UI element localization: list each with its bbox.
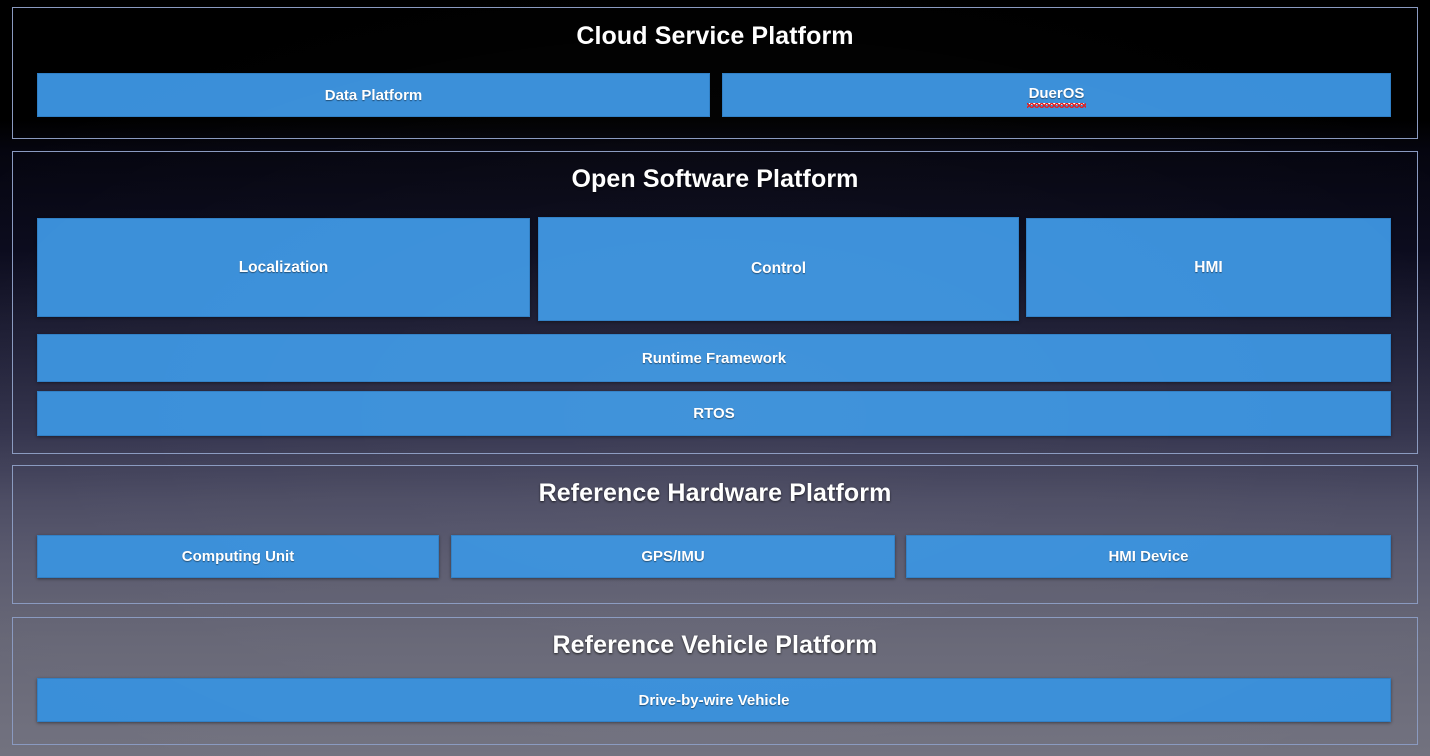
module-hmi[interactable]: HMI — [1026, 218, 1391, 317]
section-title-reference-hardware-platform: Reference Hardware Platform — [538, 479, 892, 507]
module-dueros[interactable]: DuerOS — [722, 73, 1391, 117]
module-hmi-device[interactable]: HMI Device — [906, 535, 1391, 578]
module-drive-by-wire-vehicle[interactable]: Drive-by-wire Vehicle — [37, 678, 1391, 722]
module-rtos[interactable]: RTOS — [37, 391, 1391, 436]
module-label-localization: Localization — [238, 258, 329, 276]
module-control[interactable]: Control — [538, 217, 1019, 321]
module-label-runtime-framework: Runtime Framework — [641, 349, 787, 367]
module-label-data-platform: Data Platform — [324, 86, 423, 104]
module-data-platform[interactable]: Data Platform — [37, 73, 710, 117]
module-label-hmi: HMI — [1194, 258, 1223, 276]
module-label-rtos: RTOS — [693, 405, 735, 422]
module-label-dueros: DuerOS — [1026, 85, 1087, 108]
module-runtime-framework[interactable]: Runtime Framework — [37, 334, 1391, 382]
module-label-control: Control — [750, 260, 807, 277]
section-cloud-service-platform: Cloud Service Platform Data Platform Due… — [12, 7, 1418, 139]
module-label-drive-by-wire-vehicle: Drive-by-wire Vehicle — [638, 691, 790, 709]
section-reference-vehicle-platform: Reference Vehicle Platform Drive-by-wire… — [12, 617, 1418, 745]
module-label-gps-imu: GPS/IMU — [641, 548, 705, 565]
module-gps-imu[interactable]: GPS/IMU — [451, 535, 895, 578]
section-title-reference-vehicle-platform: Reference Vehicle Platform — [552, 631, 878, 659]
module-label-hmi-device: HMI Device — [1108, 548, 1189, 565]
module-computing-unit[interactable]: Computing Unit — [37, 535, 439, 578]
section-title-open-software-platform: Open Software Platform — [571, 165, 859, 193]
section-reference-hardware-platform: Reference Hardware Platform Computing Un… — [12, 465, 1418, 604]
module-localization[interactable]: Localization — [37, 218, 530, 317]
section-open-software-platform: Open Software Platform Localization Cont… — [12, 151, 1418, 454]
section-title-cloud-service-platform: Cloud Service Platform — [576, 22, 854, 50]
module-label-computing-unit: Computing Unit — [181, 548, 295, 565]
